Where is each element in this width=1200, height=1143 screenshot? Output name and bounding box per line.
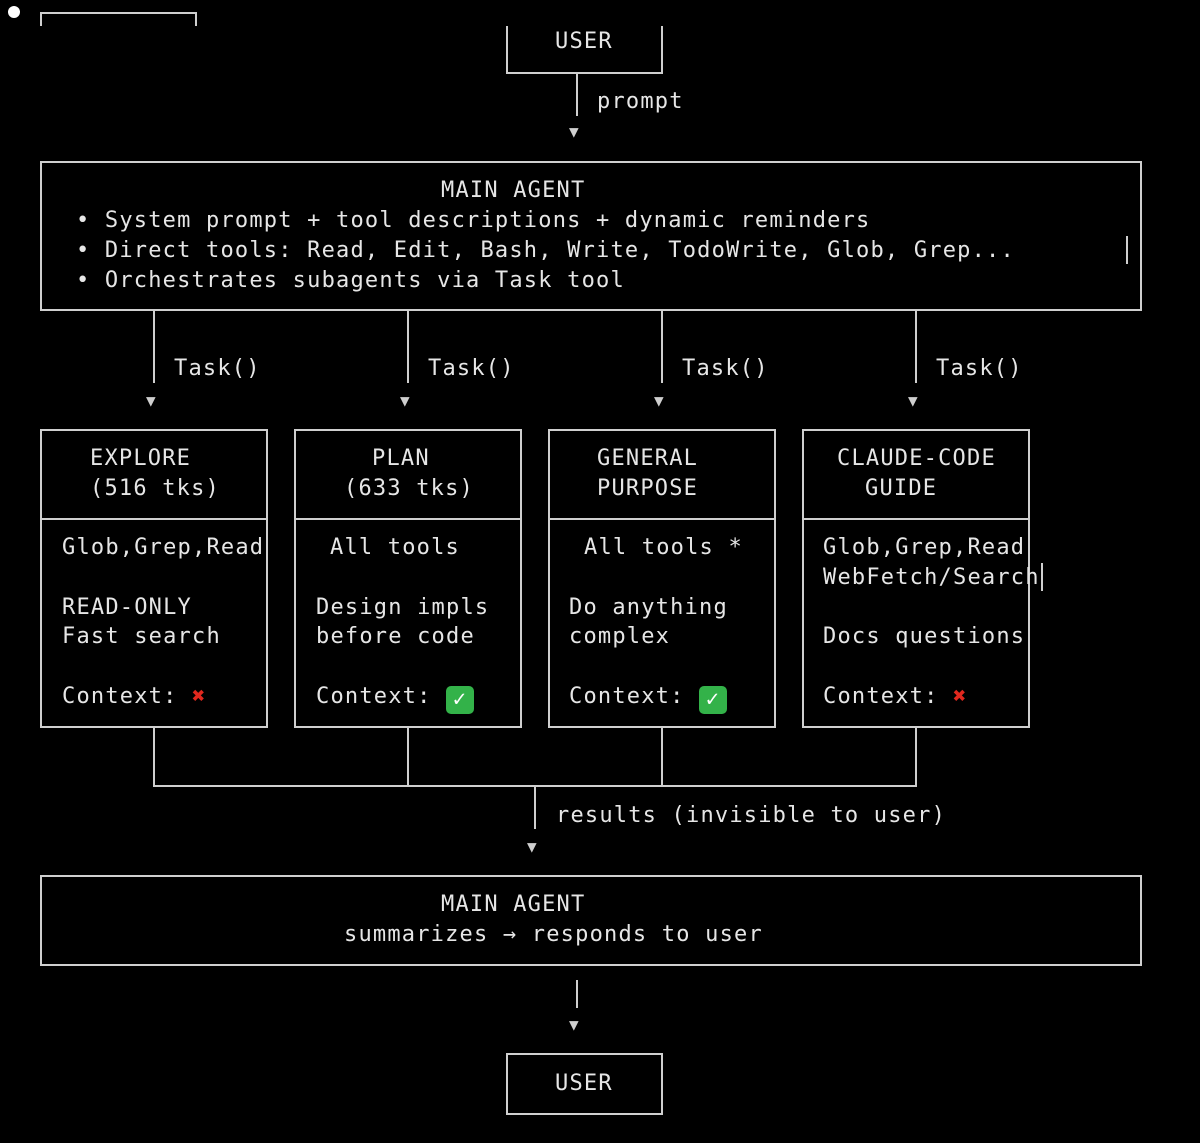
- merge-connector: [153, 728, 155, 787]
- check-mark-icon: ✓: [446, 686, 475, 714]
- subagent-claude-code-guide-box: [802, 429, 1030, 728]
- arrow-down-icon: ▼: [400, 391, 410, 410]
- subagent-divider: [294, 518, 522, 520]
- subagent-tools: Glob,Grep,Read: [62, 535, 265, 560]
- subagent-context: Context: ✓: [316, 682, 475, 714]
- subagent-tools: All tools *: [584, 535, 743, 560]
- subagent-tools: All tools: [330, 535, 461, 560]
- subagent-title: CLAUDE-CODE: [837, 446, 996, 471]
- subagent-tokens: (516 tks): [90, 476, 221, 501]
- subagent-desc: Do anything: [569, 595, 728, 620]
- user-box-bottom: [506, 1053, 663, 1115]
- main-agent-summary-subtitle: summarizes → responds to user: [344, 922, 763, 947]
- subagent-title: GENERAL: [597, 446, 699, 471]
- main-agent-bullet: • System prompt + tool descriptions + dy…: [76, 208, 871, 233]
- arrow-down-icon: ▼: [908, 391, 918, 410]
- context-label: Context:: [316, 684, 432, 709]
- prompt-connector: [576, 74, 578, 116]
- arrow-down-icon: ▼: [146, 391, 156, 410]
- task-connector: [661, 311, 663, 383]
- main-agent-title: MAIN AGENT: [441, 178, 586, 203]
- final-connector: [576, 980, 578, 1008]
- user-label-bottom: USER: [555, 1071, 613, 1096]
- subagent-title: PURPOSE: [597, 476, 699, 501]
- arrow-down-icon: ▼: [654, 391, 664, 410]
- task-label: Task(): [174, 356, 261, 381]
- subagent-general-purpose-box: [548, 429, 776, 728]
- subagent-title: GUIDE: [865, 476, 938, 501]
- cross-mark-icon: ✖: [953, 684, 968, 709]
- subagent-explore-box: [40, 429, 268, 728]
- corner-bracket-top: [40, 12, 197, 14]
- subagent-divider: [802, 518, 1030, 520]
- subagent-plan-box: [294, 429, 522, 728]
- user-box-top: [506, 26, 663, 74]
- task-connector: [915, 311, 917, 383]
- subagent-title: EXPLORE: [90, 446, 192, 471]
- subagent-desc: before code: [316, 624, 475, 649]
- task-connector: [407, 311, 409, 383]
- corner-dot: [8, 6, 20, 18]
- task-label: Task(): [682, 356, 769, 381]
- results-connector: [534, 787, 536, 829]
- merge-connector: [915, 728, 917, 787]
- check-mark-icon: ✓: [699, 686, 728, 714]
- task-connector: [153, 311, 155, 383]
- cross-mark-icon: ✖: [192, 684, 207, 709]
- merge-bar: [153, 785, 917, 787]
- main-agent-box: [40, 161, 1142, 311]
- context-label: Context:: [62, 684, 178, 709]
- text-cursor-artifact: [1126, 236, 1128, 264]
- results-label: results (invisible to user): [556, 803, 947, 828]
- main-agent-summary-title: MAIN AGENT: [441, 892, 586, 917]
- prompt-label: prompt: [597, 89, 684, 114]
- subagent-desc: READ-ONLY: [62, 595, 193, 620]
- subagent-tokens: (633 tks): [344, 476, 475, 501]
- context-label: Context:: [569, 684, 685, 709]
- subagent-desc: Fast search: [62, 624, 221, 649]
- subagent-context: Context: ✖: [62, 682, 206, 712]
- subagent-divider: [40, 518, 268, 520]
- subagent-desc: Design impls: [316, 595, 490, 620]
- corner-bracket-right: [195, 12, 197, 26]
- main-agent-summary-box: [40, 875, 1142, 966]
- task-label: Task(): [936, 356, 1023, 381]
- merge-connector: [661, 728, 663, 787]
- task-label: Task(): [428, 356, 515, 381]
- subagent-tools: Glob,Grep,Read: [823, 535, 1026, 560]
- arrow-down-icon: ▼: [527, 837, 537, 856]
- user-label-top: USER: [555, 29, 613, 54]
- text-cursor-artifact: [1041, 563, 1043, 591]
- main-agent-bullet: • Orchestrates subagents via Task tool: [76, 268, 625, 293]
- subagent-title: PLAN: [372, 446, 430, 471]
- corner-bracket-left: [40, 12, 42, 26]
- subagent-desc: Docs questions: [823, 624, 1026, 649]
- main-agent-bullet: • Direct tools: Read, Edit, Bash, Write,…: [76, 238, 1015, 263]
- subagent-divider: [548, 518, 776, 520]
- subagent-tools: WebFetch/Search: [823, 565, 1040, 590]
- context-label: Context:: [823, 684, 939, 709]
- arrow-down-icon: ▼: [569, 122, 579, 141]
- subagent-context: Context: ✓: [569, 682, 728, 714]
- merge-connector: [407, 728, 409, 787]
- subagent-desc: complex: [569, 624, 671, 649]
- arrow-down-icon: ▼: [569, 1015, 579, 1034]
- subagent-context: Context: ✖: [823, 682, 967, 712]
